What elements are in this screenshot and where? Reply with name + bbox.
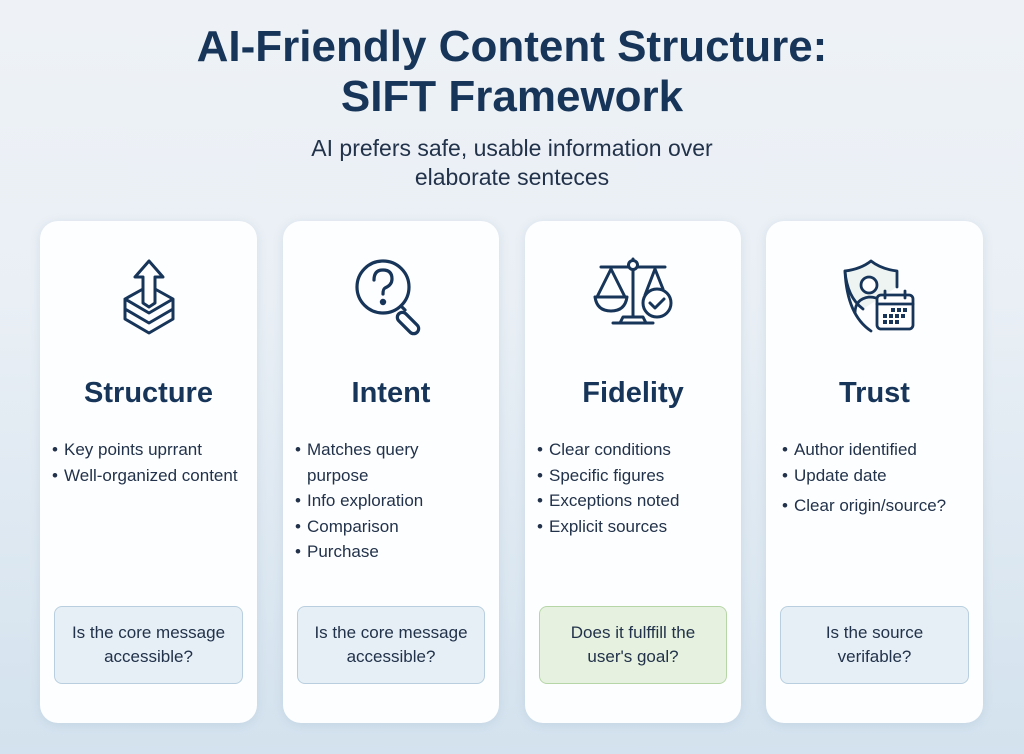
bullet-item: Purchase xyxy=(293,539,493,565)
card-trust: Trust Author identified Update date Clea… xyxy=(766,221,983,723)
title-line-2: SIFT Framework xyxy=(340,72,684,121)
bullet-list: Matches query purpose Info exploration C… xyxy=(293,437,493,565)
bullet-item: Info exploration xyxy=(293,488,493,514)
question-box: Is the core message accessible? xyxy=(54,606,243,684)
scales-check-icon xyxy=(525,257,741,339)
bullet-list: Author identified Update date Clear orig… xyxy=(780,437,977,519)
bullet-item: Explicit sources xyxy=(535,514,735,540)
bullet-list: Clear conditions Specific figures Except… xyxy=(535,437,735,539)
magnifier-question-icon xyxy=(283,257,499,339)
question-box: Does it fulffill the user's goal? xyxy=(539,606,727,684)
bullet-item: Specific figures xyxy=(535,463,735,489)
card-title: Trust xyxy=(839,377,910,409)
bullet-item: Clear conditions xyxy=(535,437,735,463)
shield-user-calendar-icon xyxy=(766,257,983,339)
bullet-item: Well-organized content xyxy=(50,463,251,489)
title-line-1: AI-Friendly Content Structure: xyxy=(196,22,828,71)
bullet-list: Key points uprrant Well-organized conten… xyxy=(50,437,251,488)
bullet-item: Update date xyxy=(780,463,977,489)
subtitle-line-1: AI prefers safe, usable information over xyxy=(311,135,713,161)
card-title: Structure xyxy=(84,377,213,409)
question-box: Is the source verifable? xyxy=(780,606,969,684)
card-title: Fidelity xyxy=(582,377,684,409)
card-intent: Intent Matches query purpose Info explor… xyxy=(283,221,499,723)
bullet-item: Comparison xyxy=(293,514,493,540)
bullet-item: Matches query purpose xyxy=(293,437,493,488)
bullet-item: Clear origin/source? xyxy=(780,493,977,519)
page-subtitle: AI prefers safe, usable information over… xyxy=(0,134,1024,192)
page-title: AI-Friendly Content Structure: SIFT Fram… xyxy=(0,22,1024,122)
card-title: Intent xyxy=(351,377,431,409)
bullet-item: Key points uprrant xyxy=(50,437,251,463)
card-fidelity: Fidelity Clear conditions Specific figur… xyxy=(525,221,741,723)
card-structure: Structure Key points uprrant Well-organi… xyxy=(40,221,257,723)
subtitle-line-2: elaborate senteces xyxy=(414,164,610,190)
question-box: Is the core message accessible? xyxy=(297,606,485,684)
bullet-item: Author identified xyxy=(780,437,977,463)
layers-arrow-up-icon xyxy=(40,257,257,339)
bullet-item: Exceptions noted xyxy=(535,488,735,514)
